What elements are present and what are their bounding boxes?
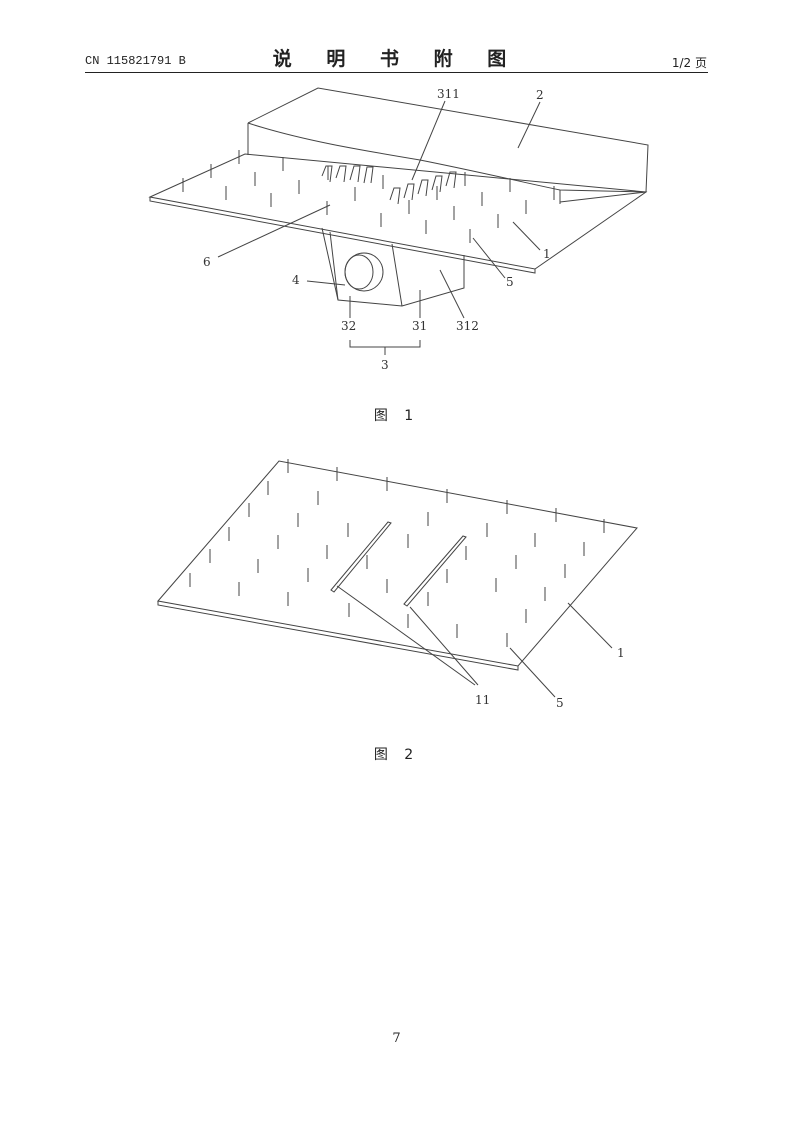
pins-figure-1	[182, 150, 555, 243]
plate-1	[148, 153, 648, 270]
pins-figure-2	[189, 459, 605, 647]
label-32: 32	[341, 319, 356, 333]
page-number: 7	[392, 1031, 401, 1046]
figure-2-caption: 图 2	[373, 747, 420, 763]
figure-1-caption: 图 1	[373, 408, 420, 424]
label-5-fig2: 5	[556, 696, 564, 710]
housing-32-edge	[329, 231, 339, 301]
leader-311	[411, 100, 446, 181]
label-1: 1	[543, 247, 551, 261]
label-5: 5	[506, 275, 514, 289]
leader-2	[517, 101, 541, 149]
label-312: 312	[456, 319, 479, 333]
page-indicator: 1/2 页	[671, 56, 707, 70]
label-311: 311	[437, 87, 460, 101]
section-title: 说 明 书 附 图	[272, 48, 521, 70]
leader-11	[336, 585, 479, 686]
leader-1	[512, 221, 541, 251]
label-31: 31	[412, 319, 427, 333]
leader-312	[439, 269, 465, 319]
label-3: 3	[381, 358, 389, 372]
slot-11-left	[330, 521, 392, 593]
housing-31-edge	[391, 243, 403, 307]
leader-1-fig2	[567, 602, 613, 649]
plate-1-fig2	[157, 460, 638, 667]
plate-1-thickness	[149, 197, 536, 274]
leader-5-fig2	[509, 647, 556, 698]
figure-1-drawing: 311 2 6 1 4 5 32 31 312 3	[148, 87, 649, 372]
fin-group-right	[389, 171, 457, 205]
leader-6	[217, 204, 331, 258]
leader-4	[306, 280, 346, 286]
pipe-4-opening	[344, 254, 374, 290]
publication-number: CN 115821791 B	[85, 54, 186, 68]
header-rule	[85, 72, 708, 73]
box-2-top-outline	[247, 87, 649, 203]
plate-1-fig2-thickness	[157, 601, 519, 671]
bracket-3	[349, 340, 421, 355]
label-6: 6	[203, 255, 211, 269]
label-1-fig2: 1	[617, 646, 625, 660]
figure-2-drawing: 11 1 5	[157, 459, 638, 710]
label-11: 11	[475, 693, 490, 707]
label-4: 4	[292, 273, 300, 287]
label-2: 2	[536, 88, 544, 102]
housing-3-outline	[321, 227, 465, 307]
fin-group-left	[321, 165, 374, 184]
leader-5	[472, 237, 506, 279]
slot-11-right	[403, 535, 467, 607]
